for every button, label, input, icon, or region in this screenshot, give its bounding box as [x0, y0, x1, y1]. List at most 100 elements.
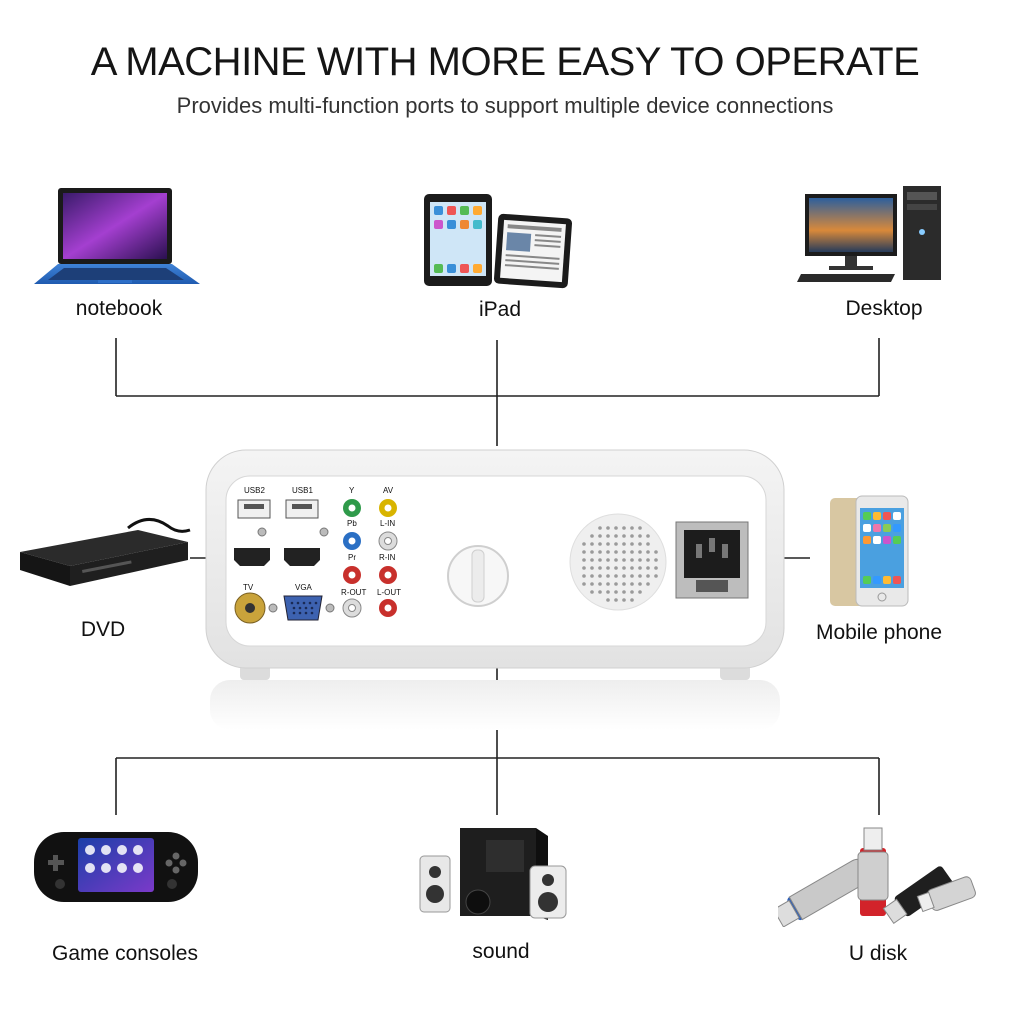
speaker-hole — [638, 542, 642, 546]
speaker-hole — [622, 574, 626, 578]
speaker-hole — [630, 558, 634, 562]
speaker-hole — [654, 558, 658, 562]
u-disk-image — [778, 827, 976, 927]
speaker-hole — [630, 574, 634, 578]
speaker-hole — [614, 574, 618, 578]
speaker-hole — [598, 526, 602, 530]
port-label-usb2: USB2 — [244, 486, 265, 495]
speaker-hole — [622, 550, 626, 554]
speaker-hole — [614, 542, 618, 546]
speaker-hole — [646, 550, 650, 554]
speaker-hole — [654, 550, 658, 554]
speaker-hole — [590, 574, 594, 578]
dvd-image — [20, 518, 191, 586]
speaker-hole — [582, 566, 586, 570]
speaker-hole — [590, 566, 594, 570]
speaker-hole — [614, 526, 618, 530]
page-subtitle: Provides multi-function ports to support… — [176, 93, 834, 118]
speaker-hole — [606, 566, 610, 570]
label-sound: sound — [472, 940, 530, 963]
speaker-hole — [614, 598, 618, 602]
port-label-pr: Pr — [348, 553, 356, 562]
speaker-hole — [638, 574, 642, 578]
port-label-pb: Pb — [347, 519, 357, 528]
speaker-hole — [598, 590, 602, 594]
speaker-hole — [622, 582, 626, 586]
port-label-l-in: L-IN — [380, 519, 396, 528]
speaker-hole — [614, 534, 618, 538]
speaker-hole — [590, 582, 594, 586]
speaker-hole — [622, 566, 626, 570]
speaker-hole — [590, 534, 594, 538]
speaker-hole — [638, 534, 642, 538]
speaker-hole — [630, 550, 634, 554]
speaker-hole — [606, 574, 610, 578]
speaker-hole — [590, 590, 594, 594]
game-console-image — [34, 832, 198, 902]
speaker-hole — [606, 598, 610, 602]
speaker-hole — [630, 534, 634, 538]
port-label-l-out: L-OUT — [377, 588, 401, 597]
speaker-hole — [646, 582, 650, 586]
label-u-disk: U disk — [848, 942, 908, 965]
speaker-hole — [638, 590, 642, 594]
speaker-hole — [606, 534, 610, 538]
speaker-hole — [606, 590, 610, 594]
speaker-hole — [598, 558, 602, 562]
sound-image — [419, 828, 567, 920]
speaker-hole — [606, 526, 610, 530]
speaker-hole — [598, 574, 602, 578]
label-desktop: Desktop — [845, 297, 923, 320]
label-game-consoles: Game consoles — [52, 942, 198, 965]
speaker-hole — [582, 558, 586, 562]
speaker-hole — [598, 534, 602, 538]
speaker-hole — [590, 558, 594, 562]
port-label-tv: TV — [243, 583, 254, 592]
speaker-hole — [614, 558, 618, 562]
speaker-hole — [614, 590, 618, 594]
speaker-hole — [598, 566, 602, 570]
speaker-hole — [622, 534, 626, 538]
mobile-phone-image — [830, 495, 909, 607]
speaker-hole — [598, 582, 602, 586]
speaker-hole — [646, 534, 650, 538]
port-label-r-out: R-OUT — [341, 588, 367, 597]
port-label-vga: VGA — [295, 583, 312, 592]
port-label-y: Y — [349, 486, 355, 495]
speaker-hole — [582, 582, 586, 586]
speaker-hole — [622, 526, 626, 530]
speaker-hole — [606, 582, 610, 586]
speaker-hole — [646, 558, 650, 562]
speaker-hole — [630, 598, 634, 602]
projector-back-panel — [205, 449, 785, 730]
speaker-hole — [590, 542, 594, 546]
speaker-hole — [582, 574, 586, 578]
port-label-r-in: R-IN — [379, 553, 396, 562]
speaker-hole — [654, 566, 658, 570]
speaker-hole — [622, 542, 626, 546]
speaker-hole — [630, 566, 634, 570]
speaker-hole — [606, 558, 610, 562]
speaker-hole — [654, 574, 658, 578]
page-title: A MACHINE WITH MORE EASY TO OPERATE — [90, 40, 920, 84]
speaker-hole — [614, 566, 618, 570]
speaker-hole — [582, 542, 586, 546]
speaker-hole — [606, 542, 610, 546]
port-label-usb1: USB1 — [292, 486, 313, 495]
speaker-hole — [622, 598, 626, 602]
speaker-hole — [630, 542, 634, 546]
speaker-hole — [646, 574, 650, 578]
speaker-hole — [622, 590, 626, 594]
label-dvd: DVD — [80, 618, 126, 641]
speaker-hole — [638, 582, 642, 586]
desktop-image — [797, 186, 941, 282]
ipad-image — [424, 194, 573, 289]
label-mobile-phone: Mobile phone — [815, 621, 943, 644]
port-label-av: AV — [383, 486, 394, 495]
speaker-hole — [638, 558, 642, 562]
speaker-hole — [630, 590, 634, 594]
label-notebook: notebook — [75, 297, 163, 320]
speaker-hole — [638, 550, 642, 554]
speaker-hole — [638, 566, 642, 570]
speaker-hole — [614, 550, 618, 554]
